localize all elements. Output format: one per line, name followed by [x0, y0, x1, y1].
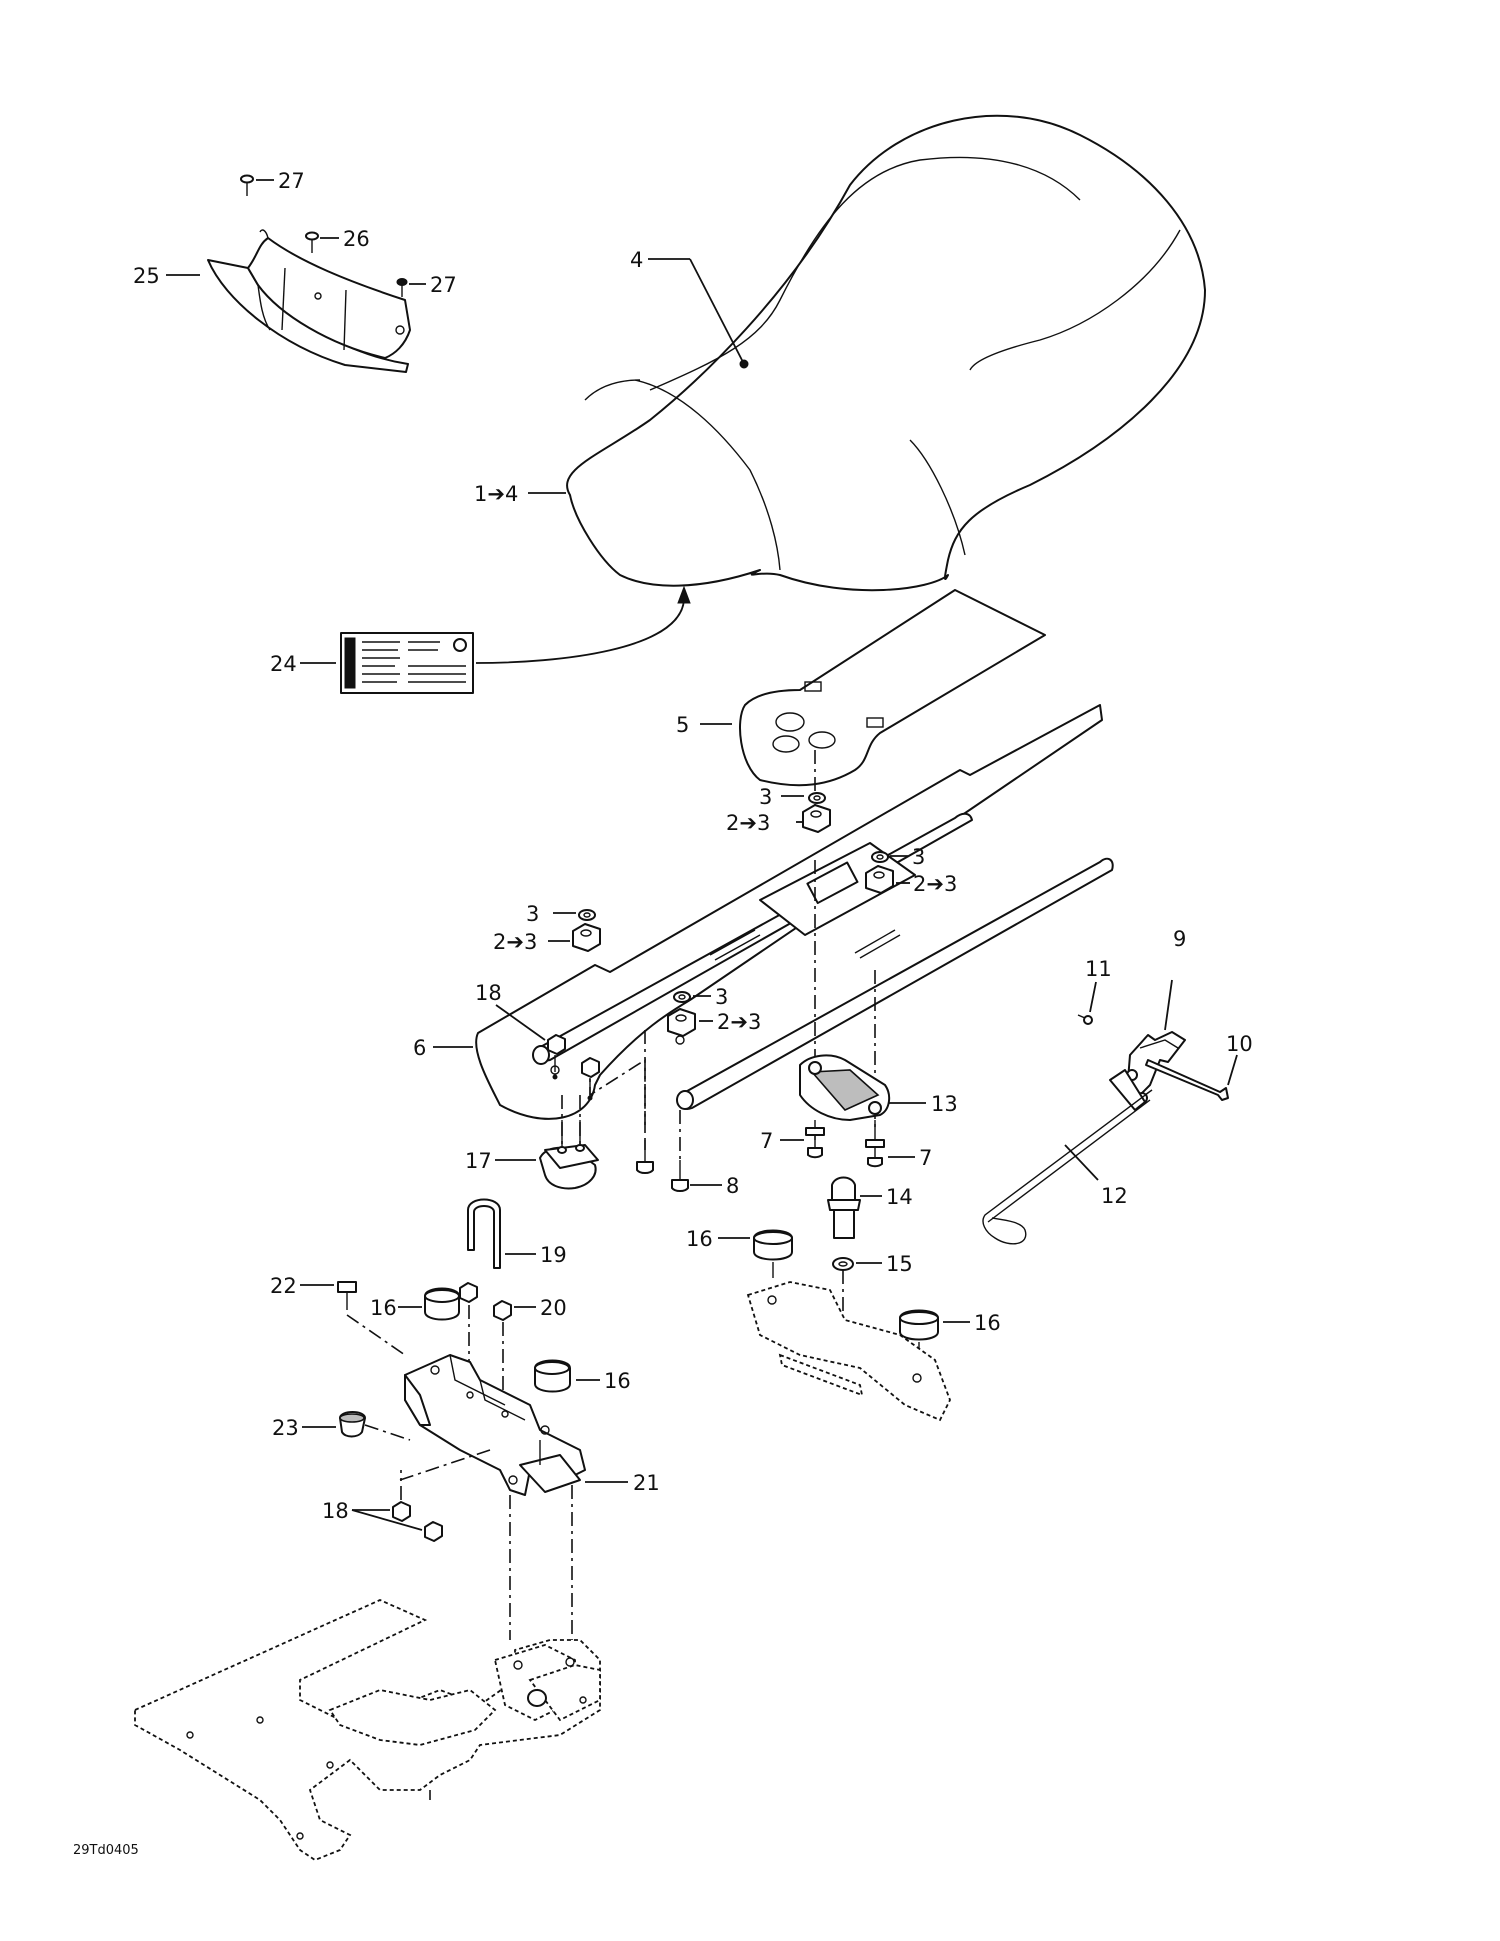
callout-2-to-3-top: 2➔3	[726, 811, 770, 835]
callout-25: 25	[133, 264, 160, 288]
bolt-part-22	[337, 1281, 357, 1310]
callout-19: 19	[540, 1243, 567, 1267]
callout-3-top: 3	[759, 785, 772, 809]
callout-2-to-3-right: 2➔3	[913, 872, 957, 896]
nuts-part-20	[459, 1282, 512, 1321]
callout-3-left: 3	[526, 902, 539, 926]
callout-5: 5	[676, 713, 689, 737]
seat-assembly-part-4	[566, 114, 1206, 592]
callout-7-right: 7	[919, 1146, 932, 1170]
callout-22: 22	[270, 1274, 297, 1298]
callout-6: 6	[413, 1036, 426, 1060]
u-bolt-part-19	[467, 1198, 501, 1269]
nut-3-d	[673, 991, 711, 1003]
callout-21: 21	[633, 1471, 660, 1495]
callout-3-right: 3	[912, 845, 925, 869]
callout-2-to-3-left: 2➔3	[493, 930, 537, 954]
spacer-2-3-b	[865, 865, 910, 894]
release-rod-part-12	[982, 1089, 1153, 1245]
callout-4: 4	[630, 248, 643, 272]
nut-18-frame	[495, 1004, 600, 1101]
callout-16-right-top: 16	[686, 1227, 713, 1251]
latch-plate-part-13	[799, 1054, 891, 1140]
callout-18-lower: 18	[322, 1499, 349, 1523]
rear-cap-part-25	[207, 229, 411, 373]
label-decal-part-24	[340, 632, 474, 694]
screw-27-right	[396, 278, 426, 297]
callout-26: 26	[343, 227, 370, 251]
reference-crossmember-right	[746, 1281, 951, 1422]
bumper-16-right-top	[753, 1229, 793, 1278]
nut-3-b	[871, 851, 908, 863]
callout-18-frame: 18	[475, 981, 502, 1005]
callout-17: 17	[465, 1149, 492, 1173]
callout-16-left-a: 16	[370, 1296, 397, 1320]
screw-27-left	[240, 174, 274, 196]
callout-27-top-right: 27	[430, 273, 457, 297]
bumper-16-right-bottom	[899, 1309, 939, 1358]
bumper-16-left-b	[534, 1359, 571, 1393]
callout-23: 23	[272, 1416, 299, 1440]
callout-12: 12	[1101, 1184, 1128, 1208]
bolt-7-a	[805, 1127, 825, 1159]
callout-11: 11	[1085, 957, 1112, 981]
pin-part-10	[1145, 1059, 1229, 1101]
callout-3-center: 3	[715, 985, 728, 1009]
spacer-2-3-c	[548, 923, 601, 952]
bolt-8-b	[671, 1160, 689, 1192]
callout-27-top-left: 27	[278, 169, 305, 193]
seat-pad-part-5	[739, 589, 1046, 787]
reference-chassis-frame	[134, 1599, 601, 1862]
grommet-part-23	[339, 1411, 366, 1438]
callout-14: 14	[886, 1185, 913, 1209]
nut-3-a	[781, 792, 826, 804]
callout-20: 20	[540, 1296, 567, 1320]
screw-26	[305, 231, 339, 253]
callout-1-to-4: 1➔4	[474, 482, 518, 506]
callout-24: 24	[270, 652, 297, 676]
callout-2-to-3-center: 2➔3	[717, 1010, 761, 1034]
callout-9: 9	[1173, 927, 1186, 951]
callout-16-right-bottom: 16	[974, 1311, 1001, 1335]
callout-13: 13	[931, 1092, 958, 1116]
post-part-14	[827, 1176, 861, 1239]
callout-16-left-b: 16	[604, 1369, 631, 1393]
grommet-part-15	[832, 1257, 854, 1271]
bolt-8-a	[636, 1140, 654, 1174]
callout-7-left: 7	[760, 1129, 773, 1153]
callout-10: 10	[1226, 1032, 1253, 1056]
clip-part-11	[1077, 981, 1097, 1025]
callout-15: 15	[886, 1252, 913, 1276]
nut-3-c	[553, 909, 596, 921]
nuts-18-lower	[351, 1501, 443, 1542]
spacer-2-3-d	[667, 1008, 713, 1037]
bracket-part-17	[539, 1120, 599, 1190]
callout-8: 8	[726, 1174, 739, 1198]
spacer-2-3-a	[796, 804, 831, 833]
seat-bracket-part-21	[404, 1354, 586, 1496]
drawing-number: 29Td0405	[73, 1843, 139, 1858]
bumper-16-left-a	[424, 1287, 460, 1321]
bolt-7-b	[865, 1139, 885, 1168]
